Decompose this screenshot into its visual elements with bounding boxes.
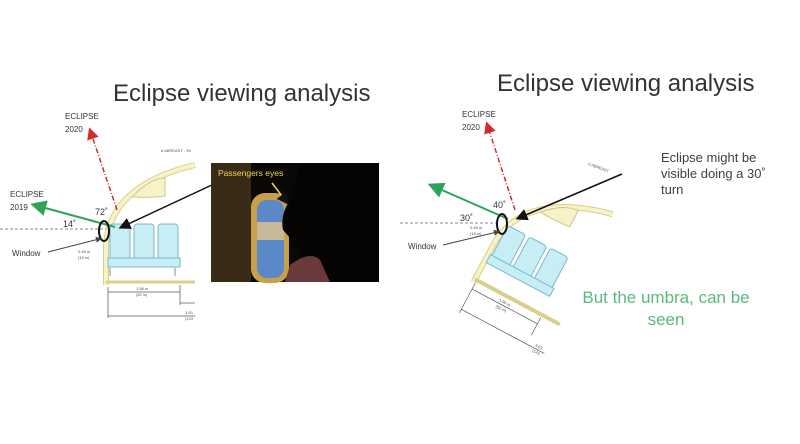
left-eclipse-2020-arrow: [87, 127, 118, 211]
left-eclipse-2019-year: 2019: [10, 203, 28, 212]
left-fuselage-section: [103, 162, 196, 285]
right-layout-label: 6 ABREAST: [588, 161, 611, 173]
left-dim-mid-in: (62 in): [136, 292, 148, 297]
right-dim-mid: 1.58 m: [498, 297, 512, 307]
left-angle-vertical: 72˚: [95, 207, 108, 217]
umbra-note-line: But the umbra, can be: [582, 288, 750, 307]
left-eclipse-2019-arrow: [30, 200, 116, 228]
right-dim-small-in: (18 in): [470, 231, 482, 236]
left-dim-small-in: (18 in): [78, 255, 90, 260]
right-window-pointer: [442, 229, 500, 246]
turn-note-line: Eclipse might be: [661, 150, 757, 165]
turn-note-line: visible doing a 30˚: [661, 166, 766, 181]
left-eyes-pointer-arrow: [118, 183, 215, 229]
left-window-pointer: [47, 236, 102, 253]
left-slide-title: Eclipse viewing analysis: [113, 80, 371, 107]
right-angle-horizontal: 30˚: [460, 213, 473, 223]
right-dim-mid-in: (62 in): [495, 304, 508, 314]
left-eclipse-2019-label: ECLIPSE: [10, 190, 44, 199]
left-dim-mid: 1.58 m: [136, 286, 149, 291]
umbra-note-line: seen: [647, 310, 685, 329]
left-layout-label: 6 ABREAST - 9ft: [161, 148, 192, 153]
right-dim-large: 3.63: [534, 343, 544, 351]
turn-note: Eclipse might be visible doing a 30˚ tur…: [661, 150, 766, 198]
left-eclipse-2020-year: 2020: [65, 125, 83, 134]
photo-caption: Passengers eyes: [218, 168, 283, 178]
right-dim-small: 0.46 m: [470, 225, 483, 230]
left-dim-large-in: (143: [185, 316, 194, 321]
right-eclipse-arrow: [427, 182, 509, 220]
umbra-note: But the umbra, can be seen: [566, 287, 766, 331]
left-eclipse-2020-label: ECLIPSE: [65, 112, 99, 121]
left-angle-horizontal: 14˚: [63, 219, 76, 229]
left-dim-large: 3.63: [185, 310, 194, 315]
turn-note-line: turn: [661, 182, 684, 197]
right-window-label: Window: [408, 242, 437, 251]
right-eclipse-2020-arrow: [484, 121, 516, 211]
right-eclipse-2020-year: 2020: [462, 123, 480, 132]
right-dim-large-in: (143: [531, 348, 541, 357]
passenger-window-photo: [211, 163, 379, 283]
right-eyes-pointer-arrow: [515, 173, 623, 221]
left-window-label: Window: [12, 249, 41, 258]
left-dim-small: 0.46 m: [78, 249, 91, 254]
right-slide-title: Eclipse viewing analysis: [497, 70, 755, 97]
right-fuselage-section: 1.58 m (62 in) 3.63 (143: [459, 204, 614, 357]
left-seats: [107, 223, 181, 268]
right-window-ellipse: [496, 213, 508, 235]
left-dimensions: [107, 285, 195, 318]
right-eclipse-2020-label: ECLIPSE: [462, 110, 496, 119]
right-seats: [485, 226, 568, 298]
right-angle-vertical: 40˚: [493, 200, 506, 210]
left-window-ellipse: [98, 220, 110, 242]
